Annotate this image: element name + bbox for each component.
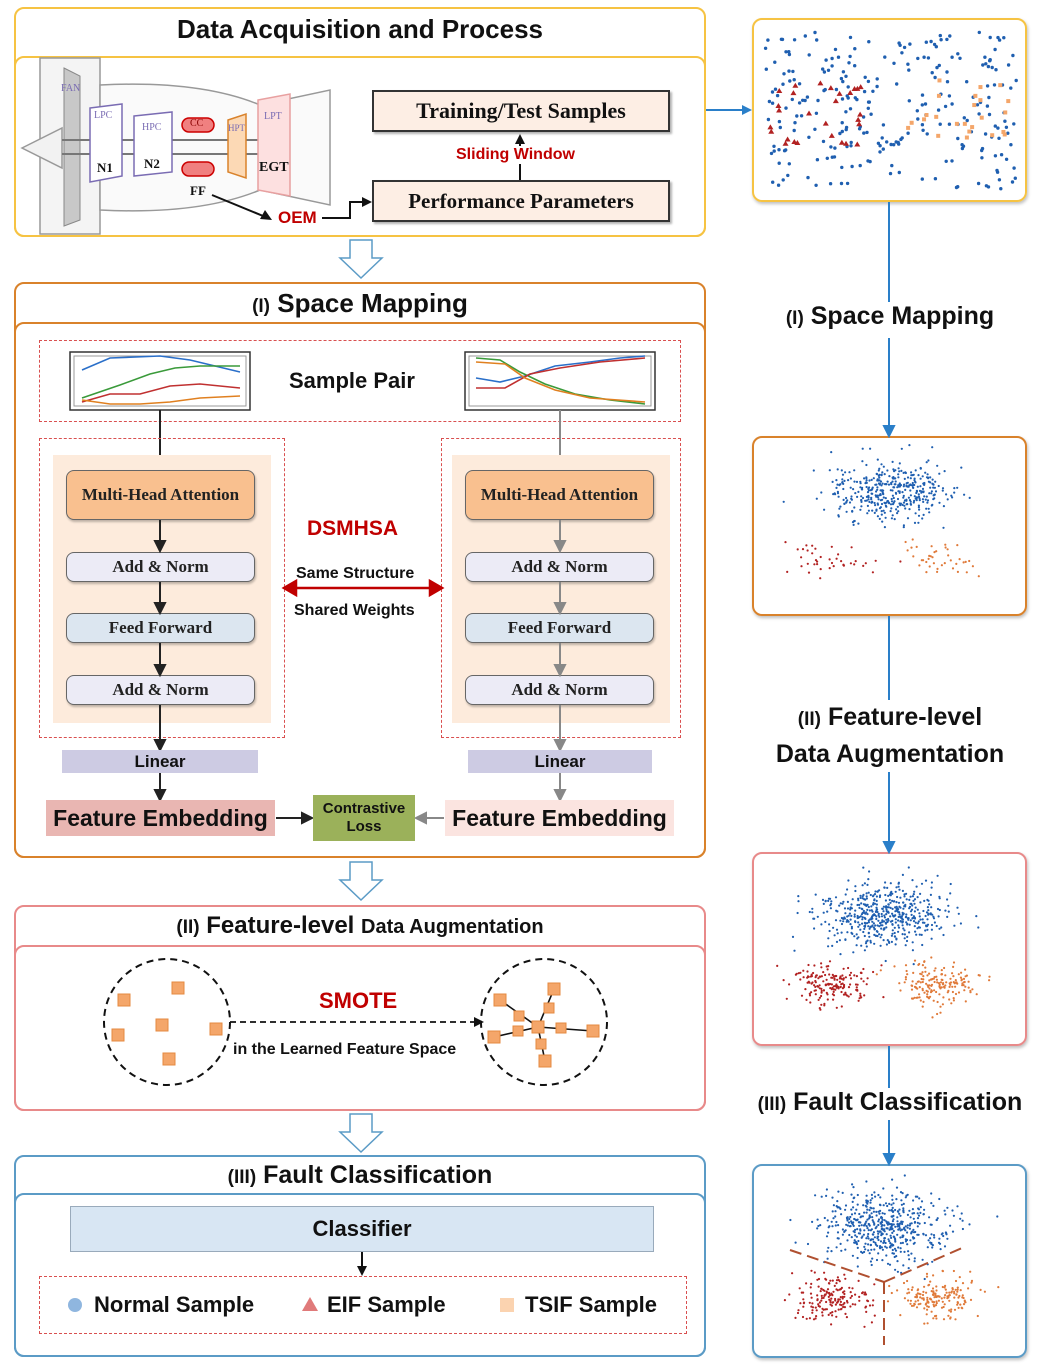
engine-label-n1: N1 bbox=[97, 160, 113, 175]
engine-label-fan: FAN bbox=[61, 83, 81, 94]
down-arrow-3 bbox=[338, 1113, 384, 1154]
engine-label-hpt: HPT bbox=[228, 123, 246, 133]
engine-label-egt: EGT bbox=[259, 160, 289, 175]
augmentation-panel: (II) Feature-level Data Augmentation bbox=[14, 905, 706, 1111]
augmentation-title: (II) Feature-level Data Augmentation bbox=[16, 912, 704, 940]
shared-weights-label: Shared Weights bbox=[294, 602, 415, 619]
space-mapping-prefix: (I) bbox=[252, 296, 270, 317]
classifier-box: Classifier bbox=[70, 1206, 654, 1252]
right-label-3-text: Fault Classification bbox=[793, 1088, 1023, 1116]
dsmhsa-label: DSMHSA bbox=[307, 517, 399, 540]
oem-label: OEM bbox=[278, 208, 317, 227]
data-acquisition-title: Data Acquisition and Process bbox=[176, 14, 544, 44]
down-arrow-2 bbox=[338, 861, 384, 902]
legend-tsif-label: TSIF Sample bbox=[525, 1292, 658, 1317]
classification-title-text: Fault Classification bbox=[263, 1161, 493, 1189]
right-add-norm-1: Add & Norm bbox=[465, 552, 654, 582]
right-feature-embedding: Feature Embedding bbox=[445, 800, 674, 836]
classification-panel: (III) Fault Classification bbox=[14, 1155, 706, 1357]
left-mha-block: Multi-Head Attention bbox=[66, 470, 255, 520]
engine-label-hpc: HPC bbox=[142, 122, 162, 133]
right-feature-embedding-label: Feature Embedding bbox=[452, 804, 667, 831]
training-samples-box: Training/Test Samples bbox=[372, 90, 670, 132]
augmentation-title-rest: Data Augmentation bbox=[361, 916, 544, 938]
classification-title: (III) Fault Classification bbox=[16, 1161, 704, 1190]
right-label-augmentation: (II) Feature-level Data Augmentation bbox=[740, 700, 1040, 772]
same-structure-label: Same Structure bbox=[296, 565, 415, 582]
right-feed-forward: Feed Forward bbox=[465, 613, 654, 643]
scatter-panel-raw bbox=[752, 18, 1027, 202]
right-label-2-a: Feature-level bbox=[827, 703, 983, 731]
augmentation-inner bbox=[14, 945, 706, 1111]
sliding-window-label: Sliding Window bbox=[456, 146, 575, 164]
left-linear-label: Linear bbox=[134, 751, 186, 771]
classification-prefix: (III) bbox=[227, 1167, 257, 1188]
right-label-3-prefix: (III) bbox=[757, 1094, 787, 1115]
right-label-2-prefix: (II) bbox=[797, 709, 821, 730]
augmentation-prefix: (II) bbox=[176, 917, 200, 938]
smote-label: SMOTE bbox=[319, 988, 398, 1013]
data-acquisition-inner bbox=[14, 56, 706, 237]
scatter-panel-classified bbox=[752, 1164, 1027, 1358]
contrastive-loss-box: Contrastive Loss bbox=[313, 795, 415, 841]
left-linear-block: Linear bbox=[62, 750, 258, 773]
left-add-norm-2: Add & Norm bbox=[66, 675, 255, 705]
right-label-1-prefix: (I) bbox=[785, 308, 804, 329]
classification-inner bbox=[14, 1193, 706, 1357]
left-add-norm-1: Add & Norm bbox=[66, 552, 255, 582]
sample-pair-region bbox=[39, 340, 681, 422]
contrastive-loss-label: Contrastive Loss bbox=[322, 800, 406, 835]
scatter-panel-augmented bbox=[752, 852, 1027, 1046]
space-mapping-title: (I) Space Mapping bbox=[16, 288, 704, 319]
sample-pair-label: Sample Pair bbox=[289, 368, 415, 393]
augmentation-title-bold: Feature-level bbox=[206, 912, 355, 939]
down-arrow-1 bbox=[338, 239, 384, 280]
legend-region bbox=[39, 1276, 687, 1334]
left-feature-embedding: Feature Embedding bbox=[46, 800, 275, 836]
right-label-space-mapping: (I) Space Mapping bbox=[740, 302, 1040, 331]
right-add-norm-2: Add & Norm bbox=[465, 675, 654, 705]
left-feed-forward: Feed Forward bbox=[66, 613, 255, 643]
left-feature-embedding-label: Feature Embedding bbox=[53, 804, 268, 831]
engine-label-n2: N2 bbox=[144, 156, 160, 171]
right-linear-block: Linear bbox=[468, 750, 652, 773]
scatter-panel-mapped bbox=[752, 436, 1027, 616]
space-mapping-inner bbox=[14, 322, 706, 858]
engine-label-cc: CC bbox=[190, 118, 204, 129]
legend-normal-label: Normal Sample bbox=[94, 1292, 255, 1317]
space-mapping-title-text: Space Mapping bbox=[277, 288, 468, 318]
right-mha-block: Multi-Head Attention bbox=[465, 470, 654, 520]
space-mapping-panel: (I) Space Mapping bbox=[14, 282, 706, 858]
performance-parameters-box: Performance Parameters bbox=[372, 180, 670, 222]
smote-sublabel: in the Learned Feature Space bbox=[233, 1041, 457, 1059]
right-label-classification: (III) Fault Classification bbox=[740, 1088, 1040, 1117]
classifier-label: Classifier bbox=[312, 1216, 412, 1241]
legend-eif-label: EIF Sample bbox=[327, 1292, 446, 1317]
engine-label-ff: FF bbox=[190, 183, 206, 198]
data-acquisition-panel: Data Acquisition and Process bbox=[14, 7, 706, 237]
right-label-1-text: Space Mapping bbox=[810, 302, 995, 330]
right-linear-label: Linear bbox=[534, 751, 586, 771]
engine-label-lpc: LPC bbox=[94, 110, 113, 121]
engine-label-lpt: LPT bbox=[264, 111, 282, 122]
training-samples-label: Training/Test Samples bbox=[416, 98, 626, 123]
performance-parameters-label: Performance Parameters bbox=[408, 188, 634, 213]
right-label-2-b: Data Augmentation bbox=[775, 740, 1005, 768]
